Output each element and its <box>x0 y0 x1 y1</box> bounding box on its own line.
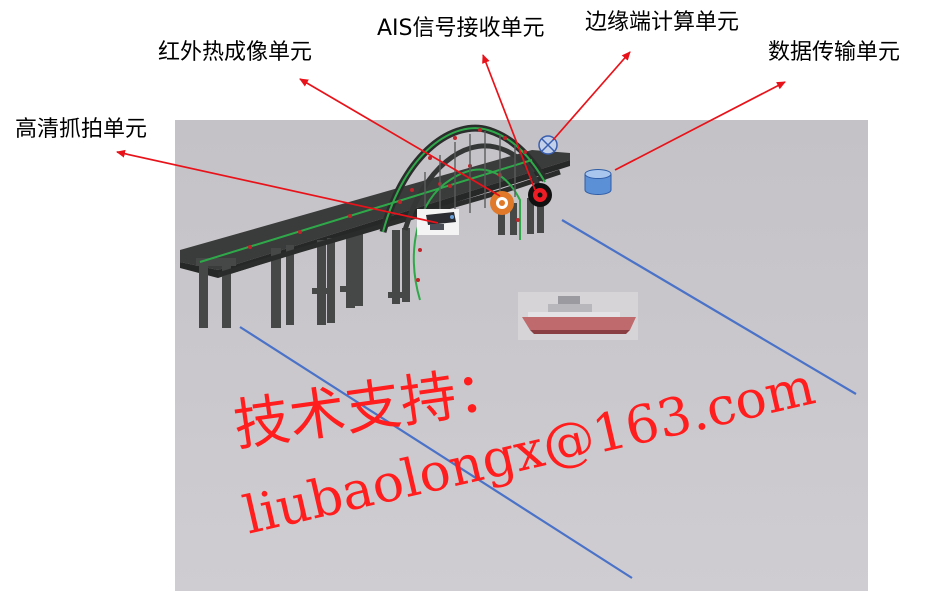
cctv-camera-icon <box>417 209 459 235</box>
database-icon <box>584 169 612 195</box>
label-ais-unit: AIS信号接收单元 <box>377 16 545 41</box>
arrow-ais <box>482 54 536 191</box>
boundary-line-right <box>561 219 857 395</box>
ship-icon <box>518 292 638 340</box>
label-camera-unit: 高清抓拍单元 <box>15 117 148 142</box>
thermal-sensor-icon <box>490 191 514 215</box>
label-thermal-unit: 红外热成像单元 <box>158 40 313 65</box>
arrow-thermal <box>299 78 501 197</box>
ais-receiver-icon <box>528 183 552 207</box>
arrow-data <box>614 81 786 171</box>
edge-compute-icon <box>538 135 558 155</box>
boundary-line-left <box>239 326 633 579</box>
scene-background <box>175 120 868 591</box>
arrow-camera <box>116 149 439 224</box>
arrow-edge <box>552 51 631 141</box>
bridge-arch-inner <box>402 143 543 231</box>
label-edge-unit: 边缘端计算单元 <box>585 10 740 35</box>
cable-nodes <box>248 128 527 282</box>
bridge-piers <box>196 197 544 328</box>
pointer-arrows <box>116 51 786 224</box>
label-data-unit: 数据传输单元 <box>768 40 901 65</box>
